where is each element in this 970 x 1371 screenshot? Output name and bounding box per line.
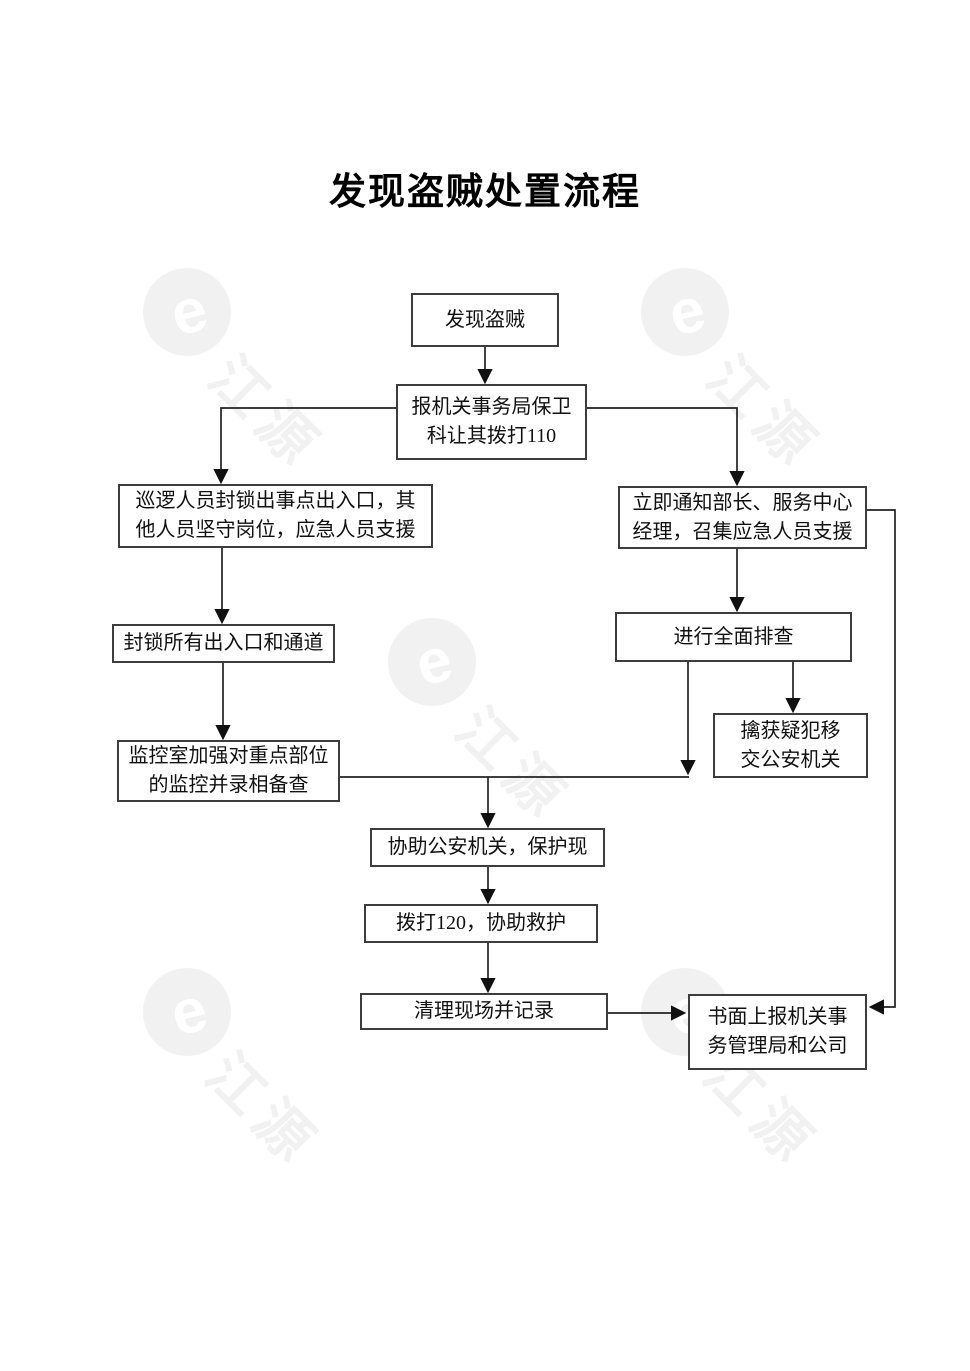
flow-node-seal-exits: 封锁所有出入口和通道	[112, 624, 335, 663]
flow-node-capture-suspect: 擒获疑犯移 交公安机关	[713, 713, 868, 778]
flow-node-report-110: 报机关事务局保卫 科让其拨打110	[396, 384, 587, 460]
flow-node-start: 发现盗贼	[411, 293, 559, 347]
flow-node-written-report: 书面上报机关事 务管理局和公司	[688, 994, 867, 1070]
connector-report-patrol	[213, 407, 396, 485]
flow-node-assist-police: 协助公安机关，保护现	[370, 828, 605, 867]
page-title: 发现盗贼处置流程	[329, 171, 641, 212]
flow-node-clean-scene: 清理现场并记录	[360, 993, 608, 1030]
flow-node-call-120: 拨打120，协助救护	[364, 904, 598, 943]
flow-node-monitor-room: 监控室加强对重点部位 的监控并录相备查	[117, 740, 340, 802]
flow-node-notify-leaders: 立即通知部长、服务中心 经理，召集应急人员支援	[618, 486, 867, 549]
flow-node-patrol-lockdown: 巡逻人员封锁出事点出入口，其 他人员坚守岗位，应急人员支援	[118, 484, 433, 548]
connector-report-notify	[587, 407, 745, 487]
flow-node-full-screening: 进行全面排查	[615, 612, 852, 662]
connector-notify-writtenreport	[867, 509, 896, 1015]
